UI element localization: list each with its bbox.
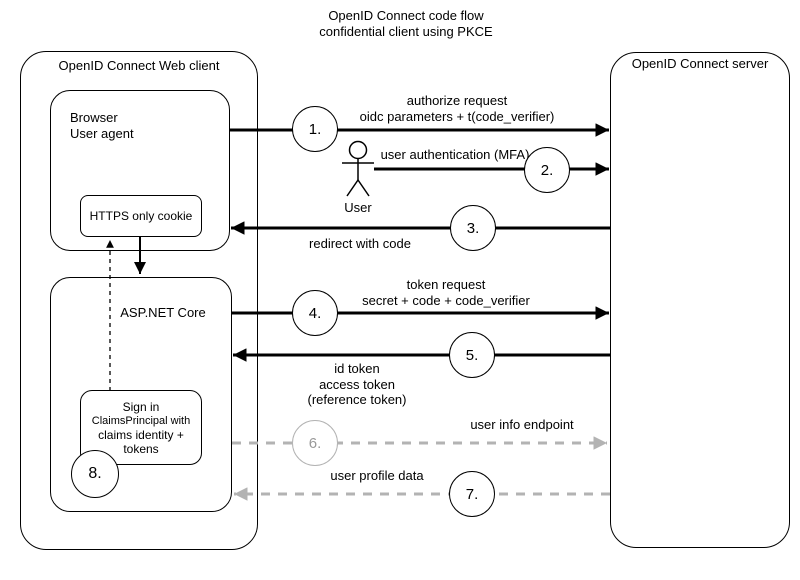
step-circle-6: 6. — [292, 420, 338, 466]
aspnet-box-label: ASP.NET Core — [120, 305, 206, 320]
label-user-info-endpoint: user info endpoint — [470, 417, 574, 432]
label-line: authorize request — [406, 93, 508, 108]
step-circle-7: 7. — [449, 471, 495, 517]
browser-box-label: Browser User agent — [70, 110, 190, 142]
label-line: access token — [319, 376, 395, 392]
step-circle-8: 8. — [71, 450, 119, 498]
signin-line: ClaimsPrincipal with — [91, 414, 191, 427]
step-circle-4: 4. — [292, 290, 338, 336]
user-actor-label: User — [344, 200, 372, 215]
label-redirect-with-code: redirect with code — [309, 236, 411, 251]
label-line: oidc parameters + t(code_verifier) — [359, 108, 555, 124]
diagram-title: OpenID Connect code flow confidential cl… — [280, 8, 532, 39]
label-token-request: token request secret + code + code_verif… — [326, 277, 566, 308]
label-user-authentication: user authentication (MFA) — [380, 147, 530, 162]
label-line: id token — [334, 361, 380, 376]
signin-line: Sign in — [122, 399, 160, 414]
server-container-box — [610, 52, 790, 548]
step-circle-1: 1. — [292, 106, 338, 152]
https-cookie-box: HTTPS only cookie — [80, 195, 202, 237]
step-circle-5: 5. — [449, 332, 495, 378]
signin-line: claims identity + — [98, 427, 184, 442]
browser-label-line: User agent — [70, 126, 134, 141]
label-authorize-request: authorize request oidc parameters + t(co… — [337, 93, 577, 124]
title-line: OpenID Connect code flow — [328, 8, 484, 23]
step-circle-3: 3. — [450, 205, 496, 251]
label-line: token request — [406, 277, 486, 292]
server-box-label: OpenID Connect server — [631, 56, 769, 71]
step-circle-2: 2. — [524, 147, 570, 193]
browser-label-line: Browser — [70, 110, 118, 125]
client-box-label: OpenID Connect Web client — [58, 58, 220, 73]
label-tokens-response: id token access token (reference token) — [277, 361, 437, 408]
label-user-profile-data: user profile data — [330, 468, 424, 483]
signin-line: tokens — [123, 441, 159, 456]
title-line: confidential client using PKCE — [319, 23, 493, 39]
label-line: (reference token) — [307, 392, 407, 407]
label-line: secret + code + code_verifier — [362, 292, 530, 308]
